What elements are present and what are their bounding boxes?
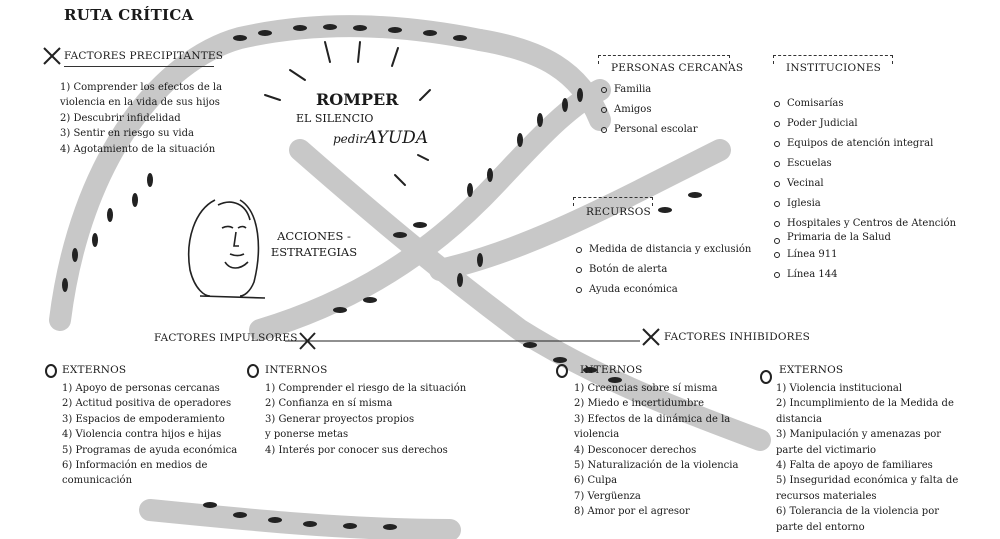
list-item: 8) Amor por el agresor bbox=[574, 506, 690, 518]
list-item: 2) Confianza en sí misma bbox=[265, 398, 393, 410]
list-item: violencia bbox=[574, 429, 620, 441]
list-item: 4) Interés por conocer sus derechos bbox=[265, 444, 448, 456]
list-item: 6) Tolerancia de la violencia por bbox=[776, 506, 939, 518]
list-item: 4) Desconocer derechos bbox=[574, 444, 697, 456]
personas-frame bbox=[598, 55, 730, 64]
list-item: 3) Generar proyectos propios bbox=[265, 413, 415, 425]
list-item: Escuelas bbox=[773, 154, 956, 174]
list-item: Ayuda económica bbox=[575, 280, 751, 300]
list-item: Personal escolar bbox=[600, 120, 698, 140]
list-item: 3) Espacios de empoderamiento bbox=[62, 413, 225, 425]
precipitantes-heading: FACTORES PRECIPITANTES bbox=[64, 50, 224, 62]
list-item: 4) Violencia contra hijos e hijas bbox=[62, 429, 222, 441]
list-item: y ponerse metas bbox=[265, 429, 349, 441]
acciones-label: ACCIONES - ESTRATEGIAS bbox=[264, 228, 364, 260]
list-item: 2) Descubrir infidelidad bbox=[60, 112, 181, 124]
list-item: violencia en la vida de sus hijos bbox=[60, 97, 220, 109]
instituciones-list: Comisarías Poder Judicial Equipos de ate… bbox=[773, 94, 956, 285]
inhibidores-externos-heading: EXTERNOS bbox=[779, 364, 844, 376]
list-item: 6) Culpa bbox=[574, 475, 618, 487]
impulsores-internos-list: 1) Comprender el riesgo de la situación … bbox=[265, 381, 466, 458]
list-item: 2) Miedo e incertidumbre bbox=[574, 398, 705, 410]
list-item: 5) Programas de ayuda económica bbox=[62, 444, 238, 456]
list-item: parte del entorno bbox=[776, 521, 865, 533]
list-item: 3) Sentir en riesgo su vida bbox=[60, 128, 194, 140]
list-item: Medida de distancia y exclusión bbox=[575, 240, 751, 260]
recursos-list: Medida de distancia y exclusión Botón de… bbox=[575, 240, 751, 300]
list-item: 1) Comprender el riesgo de la situación bbox=[265, 383, 467, 394]
list-item: Amigos bbox=[600, 100, 698, 120]
impulsores-internos-heading: INTERNOS bbox=[265, 364, 328, 376]
list-item: 5) Naturalización de la violencia bbox=[574, 460, 739, 472]
path-bottom bbox=[139, 499, 461, 539]
path-top-arc bbox=[49, 15, 491, 331]
impulsores-externos-list: 1) Apoyo de personas cercanas 2) Actitud… bbox=[62, 381, 237, 489]
list-item: 2) Incumplimiento de la Medida de bbox=[776, 398, 954, 410]
list-item: comunicación bbox=[62, 475, 133, 487]
acciones-line-1: ACCIONES - bbox=[277, 229, 351, 243]
list-item: Comisarías bbox=[773, 94, 956, 114]
impulsores-externos-heading: EXTERNOS bbox=[62, 364, 127, 376]
list-item: 3) Manipulación y amenazas por bbox=[776, 429, 942, 441]
list-item: Poder Judicial bbox=[773, 114, 956, 134]
list-item: Iglesia bbox=[773, 194, 956, 214]
list-item: 1) Comprender los efectos de la bbox=[60, 82, 223, 93]
personas-list: Familia Amigos Personal escolar bbox=[600, 80, 698, 140]
list-item: 6) Información en medios de bbox=[62, 460, 208, 472]
list-item: 4) Agotamiento de la situación bbox=[60, 143, 216, 155]
circle-icon bbox=[760, 370, 772, 384]
recursos-heading: RECURSOS bbox=[586, 206, 651, 218]
list-item: Vecinal bbox=[773, 174, 956, 194]
pedir-word: pedir bbox=[333, 132, 366, 146]
recursos-frame bbox=[573, 197, 653, 206]
precipitantes-underline bbox=[64, 66, 214, 67]
instituciones-heading: INSTITUCIONES bbox=[786, 62, 881, 74]
list-item: Botón de alerta bbox=[575, 260, 751, 280]
precipitantes-list: 1) Comprender los efectos de la violenci… bbox=[60, 80, 222, 157]
list-item: Línea 911 bbox=[773, 245, 956, 265]
page-title: RUTA CRÍTICA bbox=[64, 6, 194, 24]
list-item: 5) Inseguridad económica y falta de bbox=[776, 475, 959, 487]
list-item: Línea 144 bbox=[773, 265, 956, 285]
list-item: 4) Falta de apoyo de familiares bbox=[776, 460, 933, 472]
list-item: 3) Efectos de la dinámica de la bbox=[574, 413, 731, 425]
silencio-label: EL SILENCIO bbox=[296, 112, 374, 125]
woman-icon bbox=[187, 199, 266, 299]
circle-icon bbox=[45, 364, 57, 378]
pedir-ayuda-label: pedirAYUDA bbox=[333, 128, 428, 148]
inhibidores-internos-list: 1) Creencias sobre sí misma 2) Miedo e i… bbox=[574, 381, 738, 520]
impulsores-heading: FACTORES IMPULSORES bbox=[154, 332, 298, 344]
list-item: 1) Apoyo de personas cercanas bbox=[62, 383, 220, 394]
path-cross-down bbox=[289, 139, 771, 451]
list-item: Familia bbox=[600, 80, 698, 100]
list-item: distancia bbox=[776, 413, 822, 425]
list-item-continuation: Primaria de la Salud bbox=[773, 231, 956, 245]
path-right-branch bbox=[429, 139, 731, 281]
list-item: Hospitales y Centros de Atención bbox=[773, 214, 956, 231]
list-item: recursos materiales bbox=[776, 490, 877, 502]
list-item: 2) Actitud positiva de operadores bbox=[62, 398, 232, 410]
path-main-diagonal bbox=[249, 79, 611, 341]
list-item: Equipos de atención integral bbox=[773, 134, 956, 154]
list-item: 1) Creencias sobre sí misma bbox=[574, 383, 718, 394]
list-item: 7) Vergüenza bbox=[574, 490, 641, 502]
acciones-line-2: ESTRATEGIAS bbox=[270, 245, 358, 259]
circle-icon bbox=[247, 364, 259, 378]
inhibidores-heading: FACTORES INHIBIDORES bbox=[664, 331, 810, 343]
list-item: parte del victimario bbox=[776, 444, 877, 456]
list-item: 1) Violencia institucional bbox=[776, 383, 903, 394]
personas-heading: PERSONAS CERCANAS bbox=[611, 62, 744, 74]
romper-label: ROMPER bbox=[316, 90, 399, 109]
instituciones-frame bbox=[773, 55, 893, 64]
inhibidores-externos-list: 1) Violencia institucional 2) Incumplimi… bbox=[776, 381, 958, 535]
inhibidores-internos-heading: INTERNOS bbox=[580, 364, 643, 376]
circle-icon bbox=[556, 364, 568, 378]
ayuda-word: AYUDA bbox=[365, 128, 429, 148]
